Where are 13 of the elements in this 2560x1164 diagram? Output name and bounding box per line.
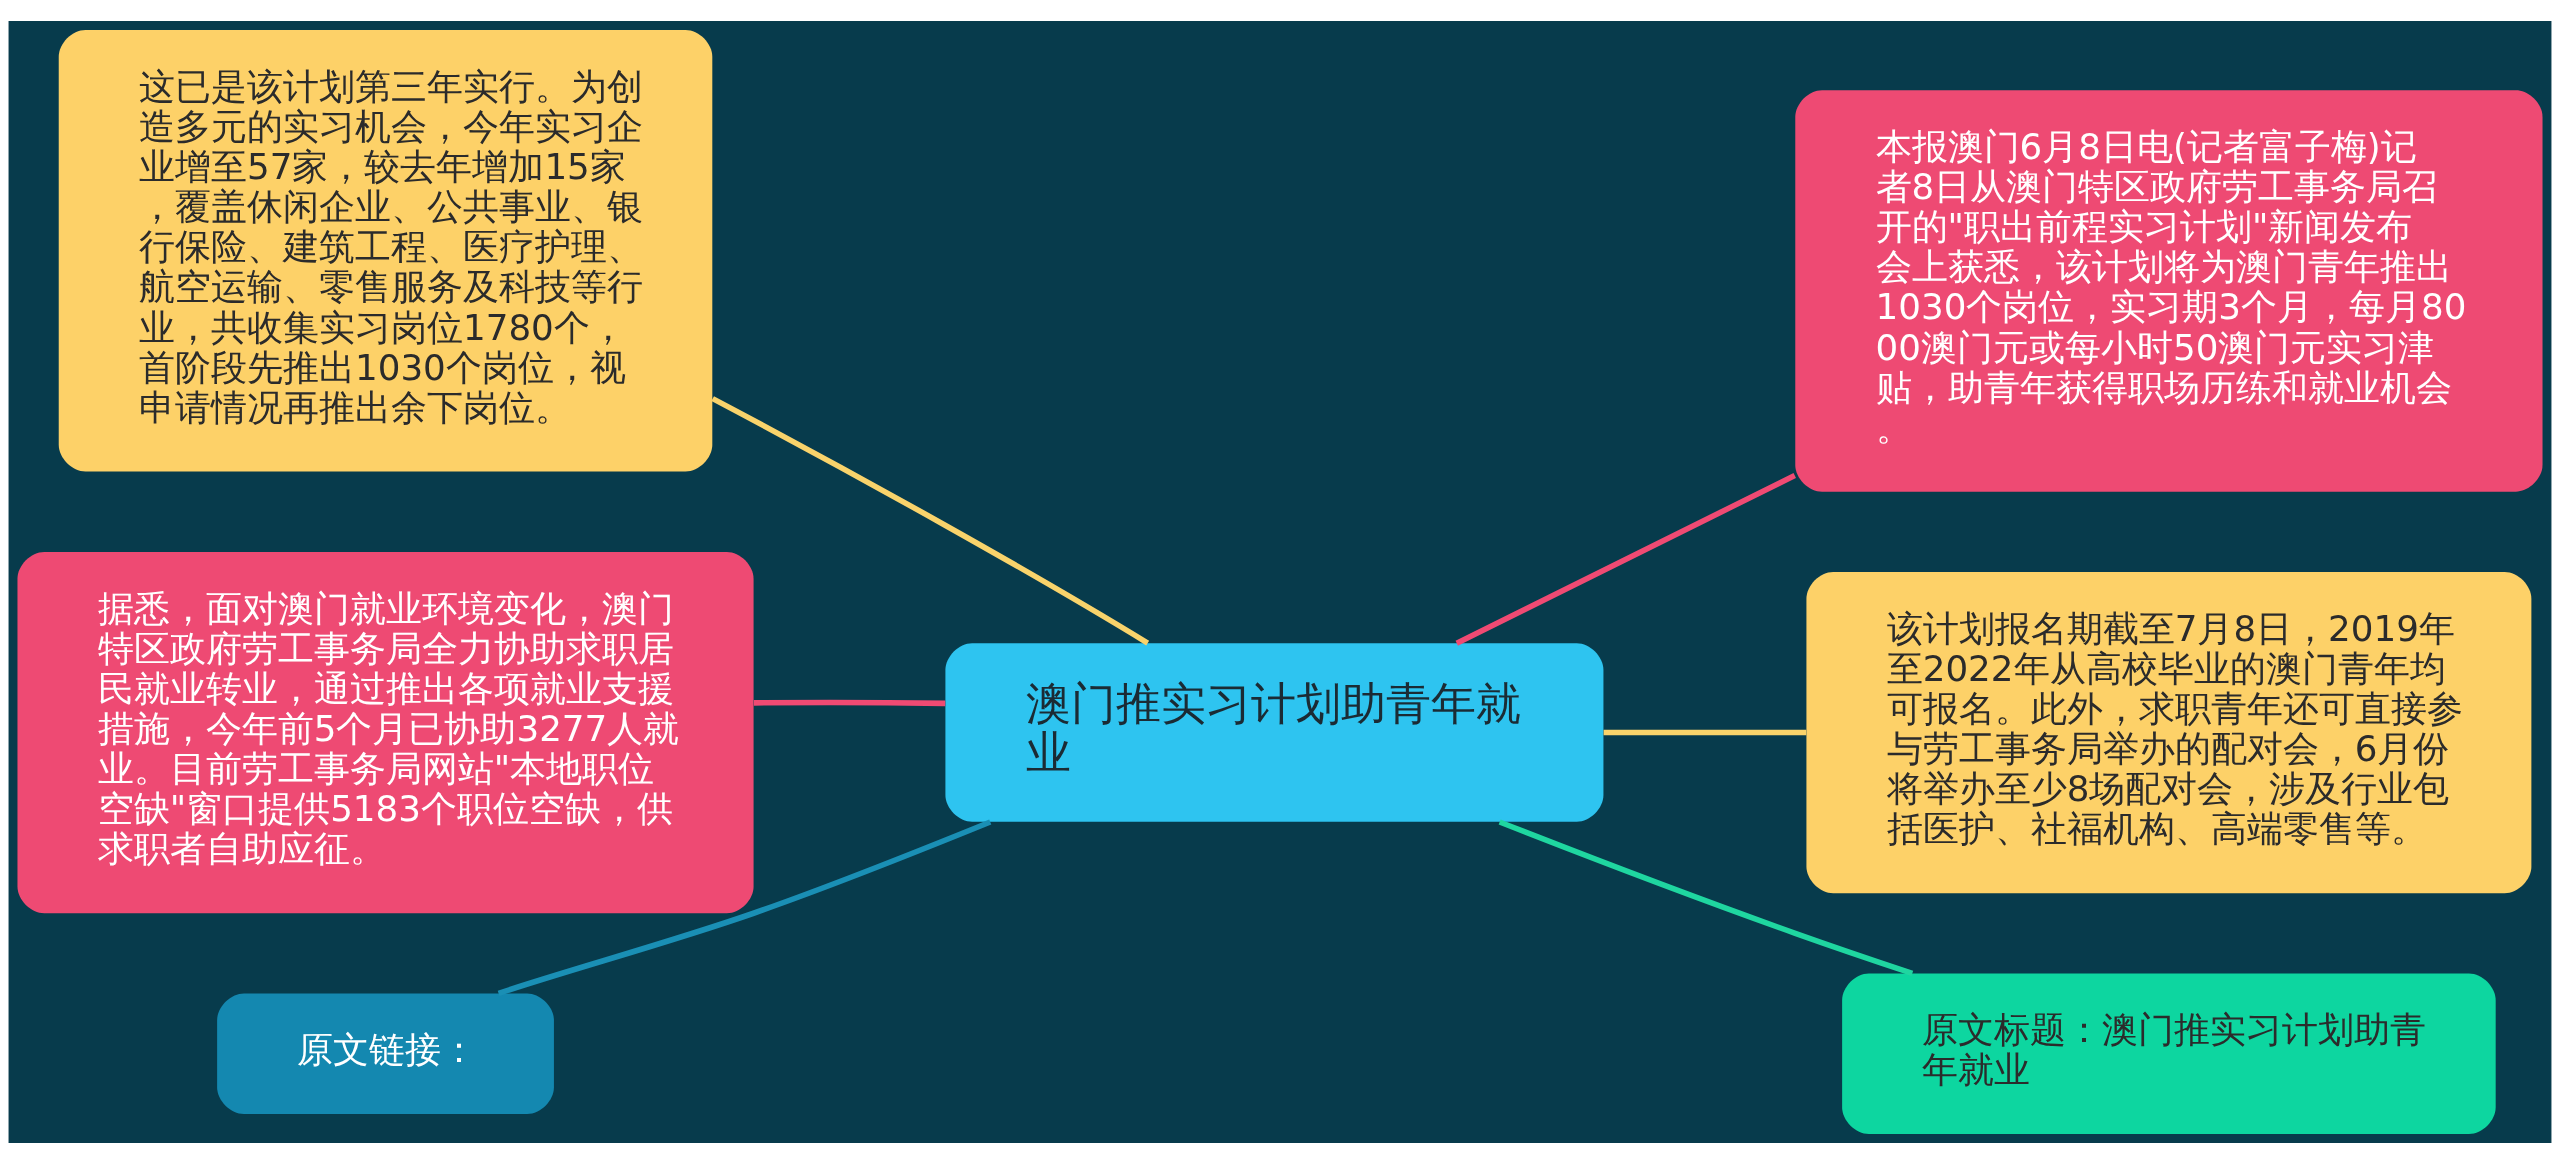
connector xyxy=(497,819,992,996)
connector xyxy=(1455,472,1796,646)
node-box: 澳门推实习计划助青年就业 xyxy=(945,643,1604,822)
connector xyxy=(711,396,1150,646)
node-box: 这已是该计划第三年实行。为创造多元的实习机会，今年实习企业增至57家，较去年增加15家，覆盖休闲企业、公共事业、银行保险、建筑工程、医疗护理、航空运输、零售服务及科技等行业，共收集实习岗位1780个，首阶段先推出1030个岗位，视申请情况再推出余下岗位。 xyxy=(58,29,713,472)
node-box: 该计划报名期截至7月8日，2019年至2022年从高校毕业的澳门青年均可报名。此外，求职青年还可直接参与劳工事务局举办的配对会，6月份将举办至少8场配对会，涉及行业包括医护、社福机构、高端零售等。 xyxy=(1806,571,2532,894)
connector xyxy=(1498,819,1914,976)
connector xyxy=(753,699,946,707)
node-box: 据悉，面对澳门就业环境变化，澳门特区政府劳工事务局全力协助求职居民就业转业，通过推出各项就业支援措施，今年前5个月已协助3277人就业。目前劳工事务局网站"本地职位空缺"窗口提供5183个职位空缺，供求职者自助应征。 xyxy=(17,551,754,914)
node-box: 原文标题：澳门推实习计划助青年就业 xyxy=(1842,973,2496,1135)
node-box: 原文链接： xyxy=(217,993,554,1114)
node-box: 本报澳门6月8日电(记者富子梅)记者8日从澳门特区政府劳工事务局召开的"职出前程实习计划"新闻发布会上获悉，该计划将为澳门青年推出1030个岗位，实习期3个月，每月8000澳门元或每小时50澳门元实习津贴，助青年获得职场历练和就业机会。 xyxy=(1795,90,2543,492)
connector xyxy=(1603,729,1807,736)
